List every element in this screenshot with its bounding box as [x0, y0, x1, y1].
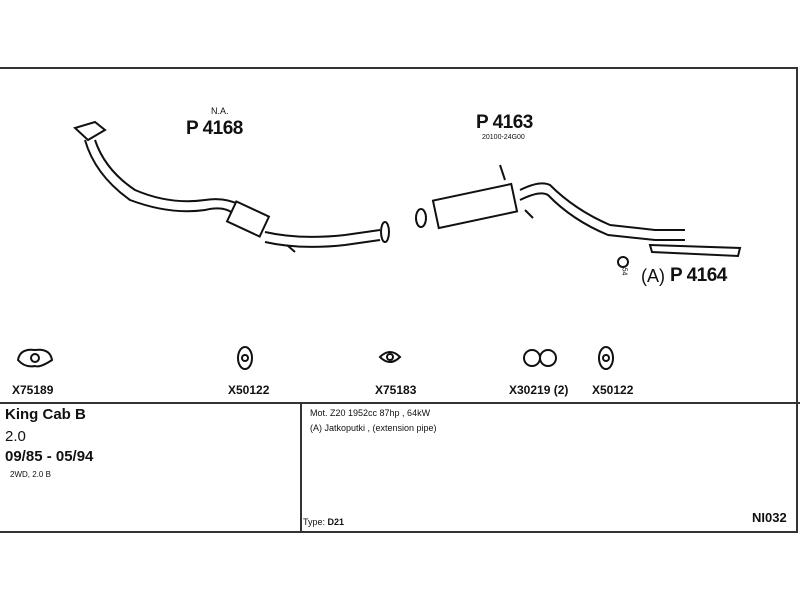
rear-silencer-p4163	[415, 164, 742, 268]
gaskets	[16, 346, 614, 370]
gasket-label[interactable]: X75183	[375, 383, 417, 397]
p4168-label[interactable]: P 4168	[186, 118, 243, 139]
extension-note: (A) Jatkoputki , (extension pipe)	[310, 423, 437, 433]
engine-details: Mot. Z20 1952cc 87hp , 64kW	[310, 408, 431, 418]
diagram-frame	[0, 67, 798, 533]
vehicle-variant: 2WD, 2.0 B	[10, 470, 51, 479]
vehicle-engine: 2.0	[5, 428, 26, 445]
type-value: D21	[327, 517, 345, 527]
catalog-code: NI032	[752, 510, 787, 525]
p4163-oem: 20100-24G00	[482, 134, 525, 141]
p4164-label[interactable]: P 4164	[670, 265, 727, 286]
gasket-label[interactable]: X75189	[12, 383, 54, 397]
clamp-size: 54	[620, 267, 628, 276]
front-pipe-p4168	[73, 120, 390, 253]
p4163-label[interactable]: P 4163	[476, 112, 533, 133]
gasket-label[interactable]: X30219 (2)	[509, 383, 569, 397]
gasket-label[interactable]: X50122	[228, 383, 270, 397]
vehicle-model: King Cab B	[5, 406, 86, 423]
type-label: Type:	[303, 517, 326, 527]
gasket-label[interactable]: X50122	[592, 383, 634, 397]
vehicle-years: 09/85 - 05/94	[5, 448, 94, 465]
p4168-note: N.A.	[211, 106, 229, 116]
divider-vertical	[300, 402, 302, 533]
p4164-prefix: (A)	[641, 266, 665, 286]
divider	[0, 402, 800, 404]
